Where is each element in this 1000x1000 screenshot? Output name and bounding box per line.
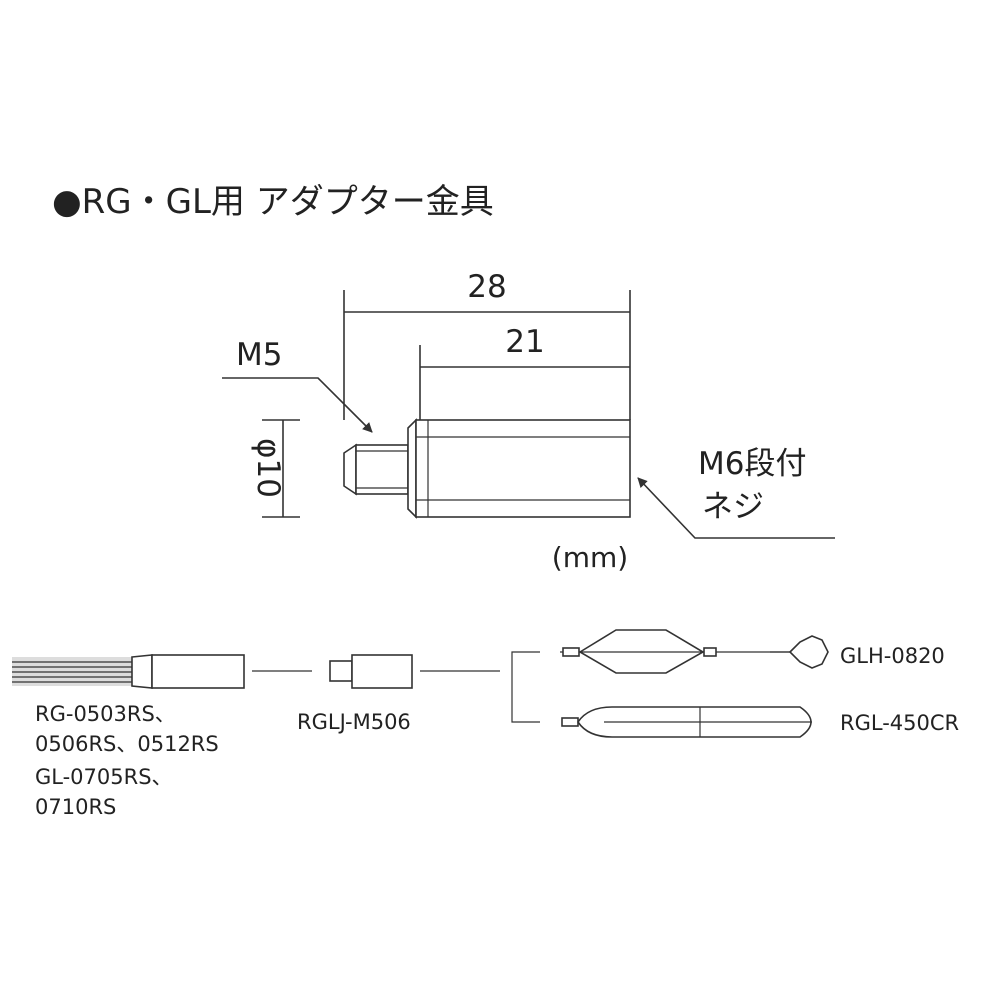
sensor-model-label-4: 0710RS [35, 795, 116, 819]
unit-label: (mm) [552, 541, 628, 574]
adapter-part-outline [343, 418, 631, 519]
branch-lines [511, 651, 540, 723]
dimension-28-label: 28 [467, 269, 506, 305]
diameter-label: φ10 [250, 438, 286, 498]
adapter-drawing: 28 21 M5 φ10 M6段付 ネ [222, 269, 835, 574]
m6-callout-label-line2: ネジ [702, 489, 764, 525]
sensor-cable-drawing [12, 654, 245, 689]
adapter-model-label: RGLJ-M506 [297, 710, 411, 734]
glh-0820-drawing [560, 629, 829, 674]
rgl-450cr-drawing [561, 706, 812, 738]
m5-leader-arrow [222, 377, 373, 433]
sensor-model-label-2: 0506RS、0512RS [35, 732, 219, 756]
m6-leader-arrow [637, 477, 835, 539]
diagram-title: ●RG・GL用 アダプター金具 [52, 182, 494, 222]
adapter-small-drawing [329, 654, 413, 689]
m6-callout-label-line1: M6段付 [698, 446, 806, 482]
connection-diagram: RG-0503RS、 0506RS、0512RS GL-0705RS、 0710… [12, 629, 959, 819]
rgl-450cr-label: RGL-450CR [840, 711, 959, 735]
dimension-21-label: 21 [505, 324, 544, 360]
glh-0820-label: GLH-0820 [840, 644, 945, 668]
sensor-model-label-3: GL-0705RS、 [35, 765, 173, 789]
sensor-model-label-1: RG-0503RS、 [35, 702, 176, 726]
m5-callout-label: M5 [236, 337, 282, 373]
